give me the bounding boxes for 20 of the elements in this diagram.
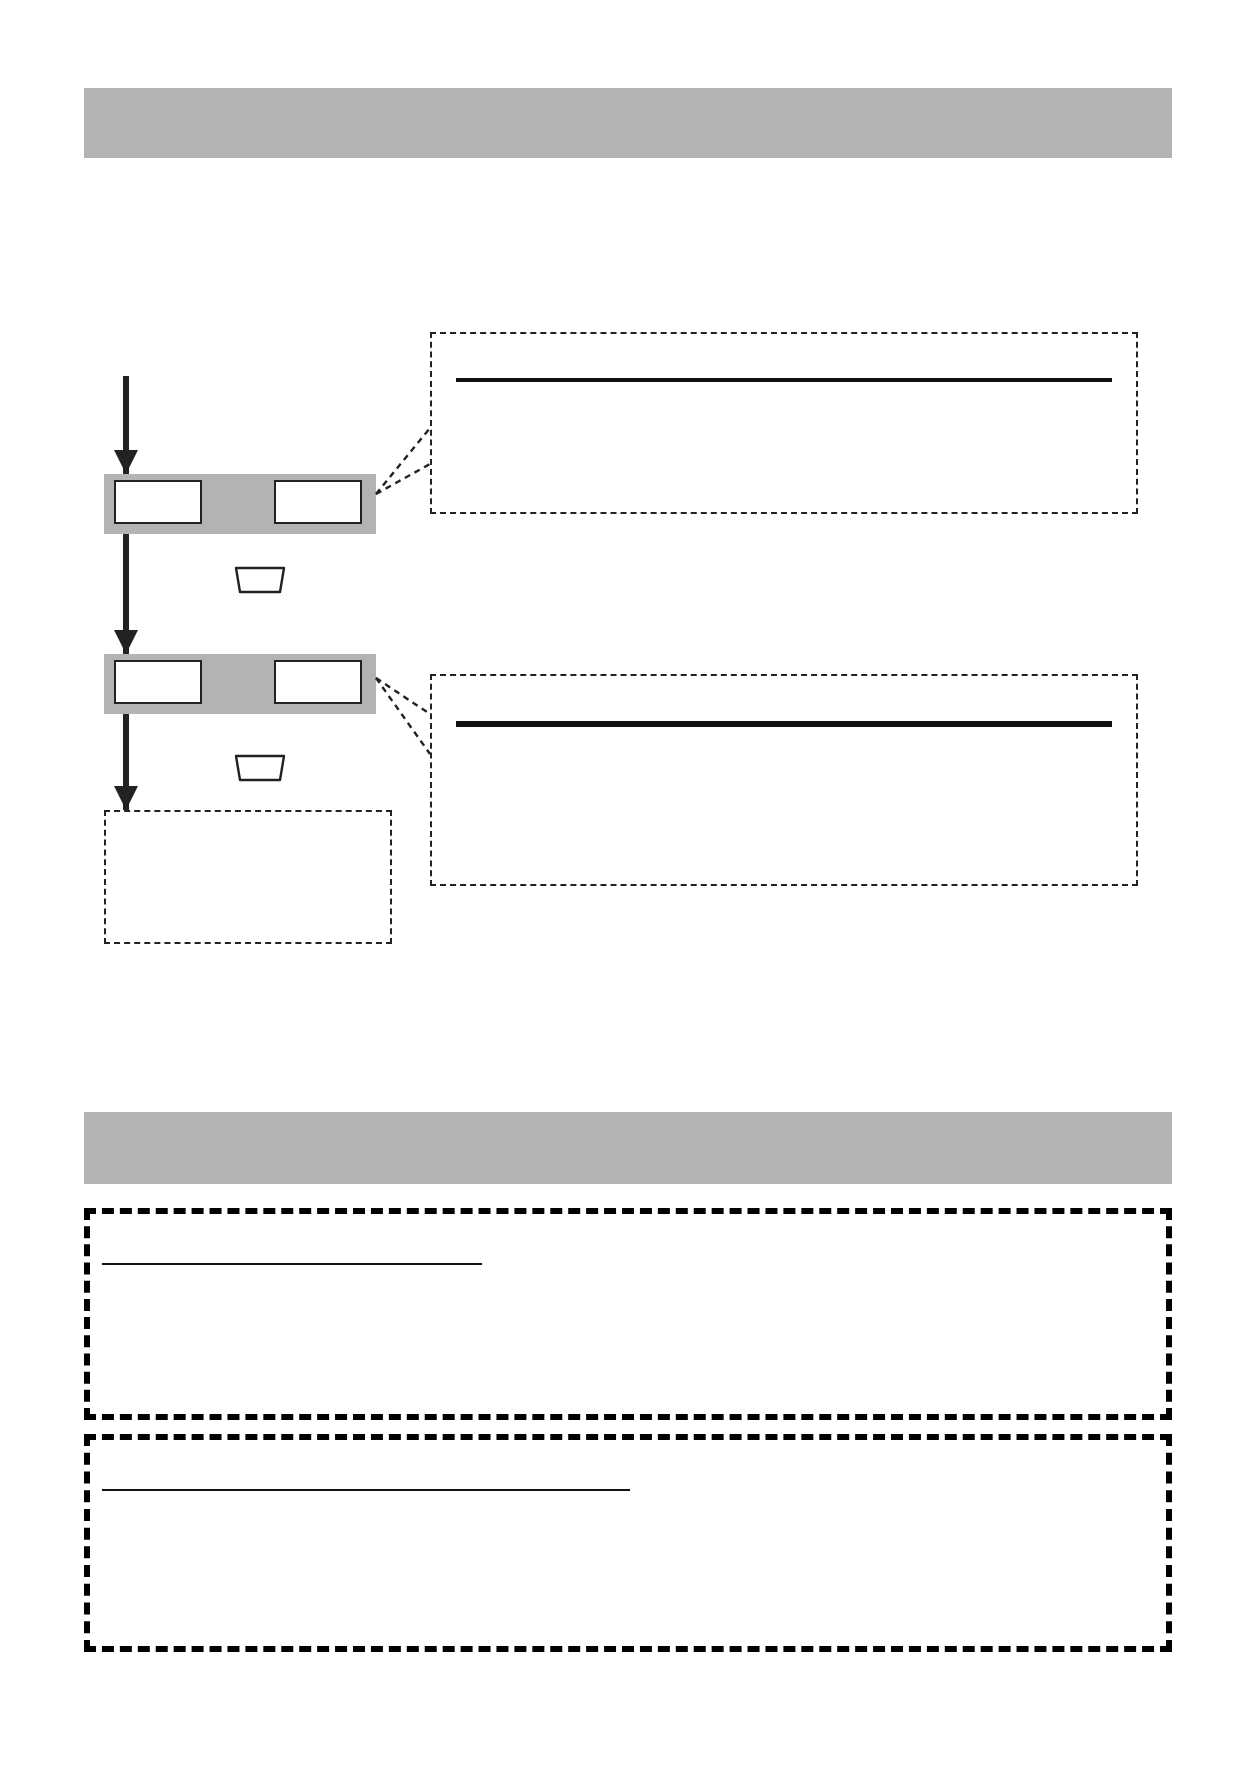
leader-line xyxy=(375,677,431,755)
leader-line xyxy=(375,427,431,495)
arrow xyxy=(114,376,138,474)
dashed-box xyxy=(104,810,392,944)
slot-box xyxy=(114,480,202,524)
device-panel xyxy=(104,654,376,714)
dashed-box xyxy=(84,1208,1172,1420)
header-bar xyxy=(84,1112,1172,1184)
device-panel xyxy=(104,474,376,534)
dashed-box xyxy=(84,1434,1172,1652)
slot-box xyxy=(274,480,362,524)
arrow xyxy=(114,714,138,810)
slot-box xyxy=(114,660,202,704)
callout-box xyxy=(430,674,1138,886)
arrow xyxy=(114,534,138,654)
header-bar xyxy=(84,88,1172,158)
slot-box xyxy=(274,660,362,704)
callout-box xyxy=(430,332,1138,514)
leader-line xyxy=(375,462,431,496)
leader-line xyxy=(375,677,431,715)
